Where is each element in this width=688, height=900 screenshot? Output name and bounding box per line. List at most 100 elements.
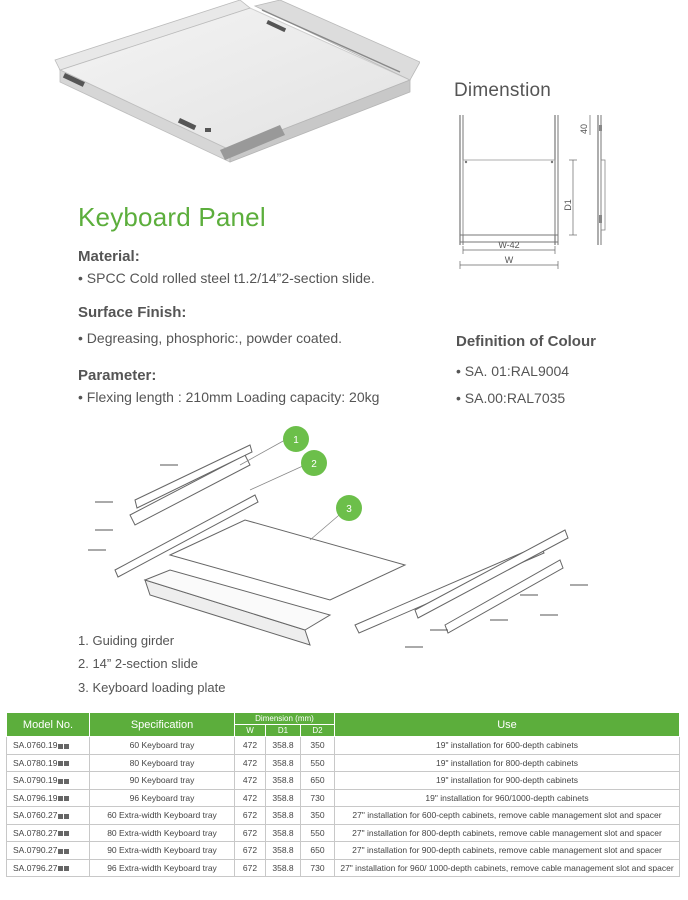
product-image bbox=[54, 0, 420, 163]
colour-square-icon bbox=[64, 761, 70, 766]
d1-cell: 358.8 bbox=[265, 823, 301, 842]
colour-square-icon bbox=[64, 831, 70, 836]
use-cell: 27" installation for 600-cepth cabinets,… bbox=[334, 806, 680, 825]
model-cell: SA.0760.19 bbox=[6, 736, 90, 755]
page-title: Keyboard Panel bbox=[78, 202, 266, 232]
d2-cell: 350 bbox=[300, 736, 335, 755]
dimension-drawing: W-42 W D1 40 bbox=[459, 115, 606, 269]
dim-label-w42: W-42 bbox=[498, 240, 519, 250]
material-text: • SPCC Cold rolled steel t1.2/14”2-secti… bbox=[78, 270, 375, 286]
dim-label-40: 40 bbox=[579, 124, 589, 134]
spec-cell: 60 Extra-width Keyboard tray bbox=[89, 806, 235, 825]
callout-1: 1 bbox=[283, 426, 309, 452]
legend-item: 1. Guiding girder bbox=[78, 633, 175, 648]
d2-cell: 650 bbox=[300, 771, 335, 790]
colour-heading: Definition of Colour bbox=[456, 333, 596, 350]
header-use: Use bbox=[334, 712, 680, 737]
header-model: Model No. bbox=[6, 712, 90, 737]
w-cell: 472 bbox=[234, 771, 266, 790]
d2-cell: 730 bbox=[300, 858, 335, 877]
svg-text:2: 2 bbox=[311, 459, 317, 470]
use-cell: 19" installation for 600-depth cabinets bbox=[334, 736, 680, 755]
colour-square-icon bbox=[64, 848, 70, 854]
colour-square-icon bbox=[64, 778, 70, 784]
parameter-text: • Flexing length : 210mm Loading capacit… bbox=[78, 389, 380, 405]
legend-item: 2. 14” 2-section slide bbox=[78, 656, 198, 671]
model-cell: SA.0760.27 bbox=[6, 806, 90, 825]
w-cell: 472 bbox=[234, 788, 266, 807]
d2-cell: 730 bbox=[300, 788, 335, 807]
parameter-heading: Parameter: bbox=[78, 367, 157, 384]
model-cell: SA.0780.19 bbox=[6, 753, 90, 772]
spec-cell: 90 Keyboard tray bbox=[89, 771, 235, 790]
colour-square-icon bbox=[58, 848, 64, 854]
d2-cell: 650 bbox=[300, 841, 335, 860]
callout-3: 3 bbox=[336, 495, 362, 521]
header-w: W bbox=[234, 724, 266, 737]
svg-text:3: 3 bbox=[346, 504, 352, 515]
colour-item: • SA.00:RAL7035 bbox=[456, 390, 566, 406]
w-cell: 672 bbox=[234, 823, 266, 842]
colour-square-icon bbox=[58, 831, 64, 836]
d2-cell: 350 bbox=[300, 806, 335, 825]
colour-item: • SA. 01:RAL9004 bbox=[456, 363, 570, 379]
dim-label-d1: D1 bbox=[563, 199, 573, 211]
colour-square-icon bbox=[64, 796, 70, 801]
model-cell: SA.0790.27 bbox=[6, 841, 90, 860]
w-cell: 672 bbox=[234, 858, 266, 877]
use-cell: 27" installation for 960/ 1000-depth cab… bbox=[334, 858, 680, 877]
d1-cell: 358.8 bbox=[265, 736, 301, 755]
d2-cell: 550 bbox=[300, 823, 335, 842]
w-cell: 472 bbox=[234, 753, 266, 772]
spec-table: Model No. Specification Dimension (mm) U… bbox=[6, 712, 680, 877]
header-dimension: Dimension (mm) bbox=[234, 712, 335, 725]
colour-square-icon bbox=[58, 866, 64, 871]
callout-2: 2 bbox=[301, 450, 327, 476]
use-cell: 19" installation for 900-depth cabinets bbox=[334, 771, 680, 790]
d1-cell: 358.8 bbox=[265, 841, 301, 860]
spec-cell: 96 Keyboard tray bbox=[89, 788, 235, 807]
spec-cell: 96 Extra-width Keyboard tray bbox=[89, 858, 235, 877]
d1-cell: 358.8 bbox=[265, 806, 301, 825]
spec-cell: 90 Extra-width Keyboard tray bbox=[89, 841, 235, 860]
header-spec: Specification bbox=[89, 712, 235, 737]
dim-label-w: W bbox=[505, 255, 514, 265]
colour-square-icon bbox=[64, 866, 70, 871]
header-d1: D1 bbox=[265, 724, 301, 737]
model-cell: SA.0790.19 bbox=[6, 771, 90, 790]
model-cell: SA.0780.27 bbox=[6, 823, 90, 842]
spec-cell: 60 Keyboard tray bbox=[89, 736, 235, 755]
legend-item: 3. Keyboard loading plate bbox=[78, 680, 226, 695]
use-cell: 27" installation for 800-depth cabinets,… bbox=[334, 823, 680, 842]
use-cell: 19" installation for 800-depth cabinets bbox=[334, 753, 680, 772]
colour-square-icon bbox=[58, 796, 64, 801]
spec-cell: 80 Keyboard tray bbox=[89, 753, 235, 772]
d1-cell: 358.8 bbox=[265, 753, 301, 772]
header-d2: D2 bbox=[300, 724, 335, 737]
colour-square-icon bbox=[64, 813, 70, 819]
d1-cell: 358.8 bbox=[265, 771, 301, 790]
colour-square-icon bbox=[64, 743, 70, 749]
colour-square-icon bbox=[58, 813, 64, 819]
material-heading: Material: bbox=[78, 248, 140, 265]
surface-finish-text: • Degreasing, phosphoric:, powder coated… bbox=[78, 330, 343, 346]
w-cell: 672 bbox=[234, 841, 266, 860]
spec-cell: 80 Extra-width Keyboard tray bbox=[89, 823, 235, 842]
model-cell: SA.0796.27 bbox=[6, 858, 90, 877]
use-cell: 19" installation for 960/1000-depth cabi… bbox=[334, 788, 680, 807]
d2-cell: 550 bbox=[300, 753, 335, 772]
colour-square-icon bbox=[58, 778, 64, 784]
dimension-heading: Dimenstion bbox=[454, 80, 552, 101]
colour-square-icon bbox=[58, 761, 64, 766]
d1-cell: 358.8 bbox=[265, 858, 301, 877]
use-cell: 27" installation for 900-depth cabinets,… bbox=[334, 841, 680, 860]
colour-square-icon bbox=[58, 743, 64, 749]
d1-cell: 358.8 bbox=[265, 788, 301, 807]
